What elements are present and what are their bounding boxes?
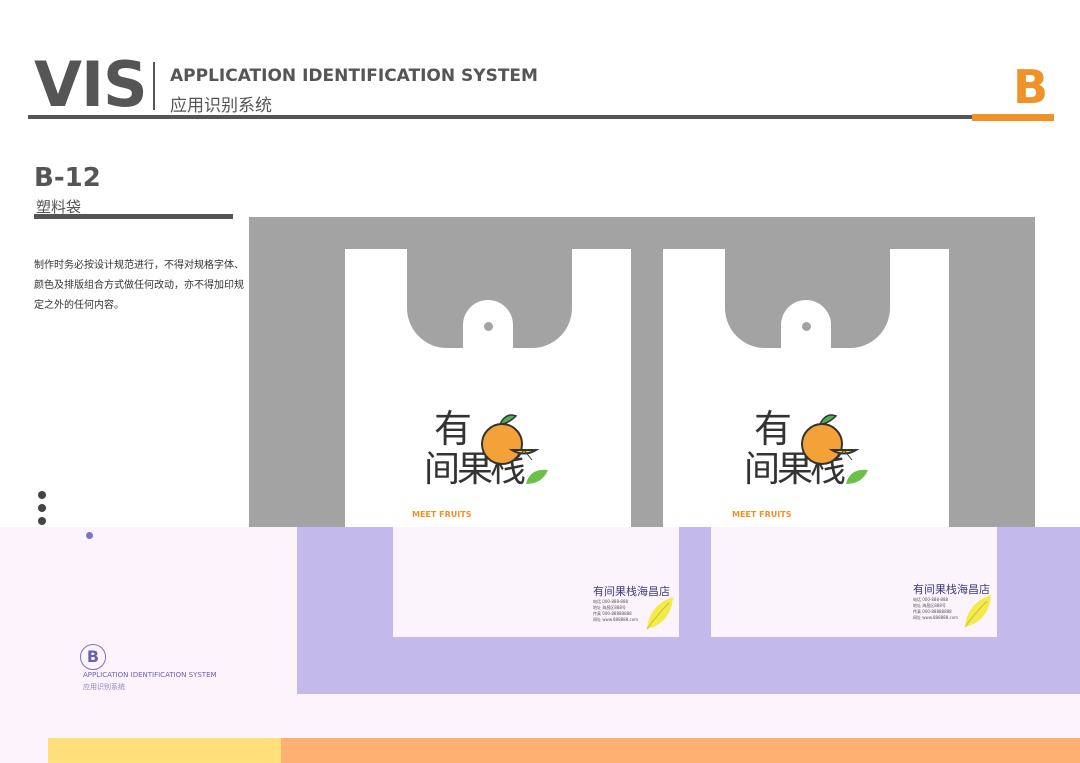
vis-title: VIS — [34, 48, 148, 121]
decorative-dot — [38, 517, 46, 525]
logo-en: MEET FRUITS — [732, 510, 792, 519]
store-info-line: 网址 www.888888.com — [913, 615, 959, 620]
leaf-icon — [964, 595, 991, 628]
logo-char-top: 有 — [754, 407, 793, 451]
section-rule — [34, 214, 233, 219]
bottom-bar-yellow — [48, 738, 281, 763]
store-card-2: 有间果栈海昌店 电话 000-888-888 地址 海昌区888号 传真 000… — [711, 527, 997, 637]
store-info-line: 地址 海昌区888号 — [913, 603, 946, 608]
decorative-dot-purple — [86, 532, 93, 539]
store-info: 电话 000-888-888 地址 海昌区888号 传真 000-8888888… — [593, 599, 638, 623]
bottom-bar-orange — [281, 738, 1080, 763]
store-info-line: 传真 000-88888888 — [913, 609, 952, 614]
leaf-icon — [846, 469, 868, 484]
store-card-1: 有间果栈海昌店 电话 000-888-888 地址 海昌区888号 传真 000… — [393, 527, 679, 637]
section-number: B-12 — [34, 163, 101, 193]
title-separator — [153, 62, 155, 110]
footer-letter-badge: B — [80, 644, 106, 670]
orange-icon — [801, 414, 860, 465]
brand-logo-1: 有 间果栈 MEET FRUITS — [412, 398, 562, 526]
decorative-dot — [38, 504, 46, 512]
section-title: 塑料袋 — [36, 198, 82, 216]
header-rule — [28, 115, 973, 119]
brand-logo-2: 有 间果栈 MEET FRUITS — [732, 398, 882, 526]
header-accent-rule — [972, 114, 1054, 121]
decorative-dot — [38, 491, 46, 499]
store-info-line: 电话 000-888-888 — [913, 597, 949, 602]
logo-char-top: 有 — [434, 407, 473, 451]
orange-icon — [481, 414, 540, 465]
store-info-line: 传真 000-88888888 — [593, 611, 632, 616]
leaf-icon — [646, 597, 673, 630]
store-info-line: 电话 000-888-888 — [593, 599, 629, 604]
app-title-en: APPLICATION IDENTIFICATION SYSTEM — [170, 66, 538, 86]
store-info-line: 网址 www.888888.com — [593, 617, 639, 622]
store-name: 有间果栈海昌店 — [913, 583, 990, 596]
bag-1-hang-hole — [484, 322, 493, 331]
store-info: 电话 000-888-888 地址 海昌区888号 传真 000-8888888… — [913, 597, 958, 621]
section-description: 制作时务必按设计规范进行，不得对规格字体、颜色及排版组合方式做任何改动，亦不得加… — [34, 260, 244, 311]
logo-en: MEET FRUITS — [412, 510, 472, 519]
app-title-cn: 应用识别系统 — [170, 96, 272, 116]
footer-app-en: APPLICATION IDENTIFICATION SYSTEM — [83, 671, 217, 679]
section-letter: B — [1013, 60, 1049, 114]
bag-2-hang-hole — [802, 322, 811, 331]
store-info-line: 地址 海昌区888号 — [593, 605, 626, 610]
leaf-icon — [526, 469, 548, 484]
footer-app-cn: 应用识别系统 — [83, 683, 125, 691]
store-name: 有间果栈海昌店 — [593, 585, 670, 598]
